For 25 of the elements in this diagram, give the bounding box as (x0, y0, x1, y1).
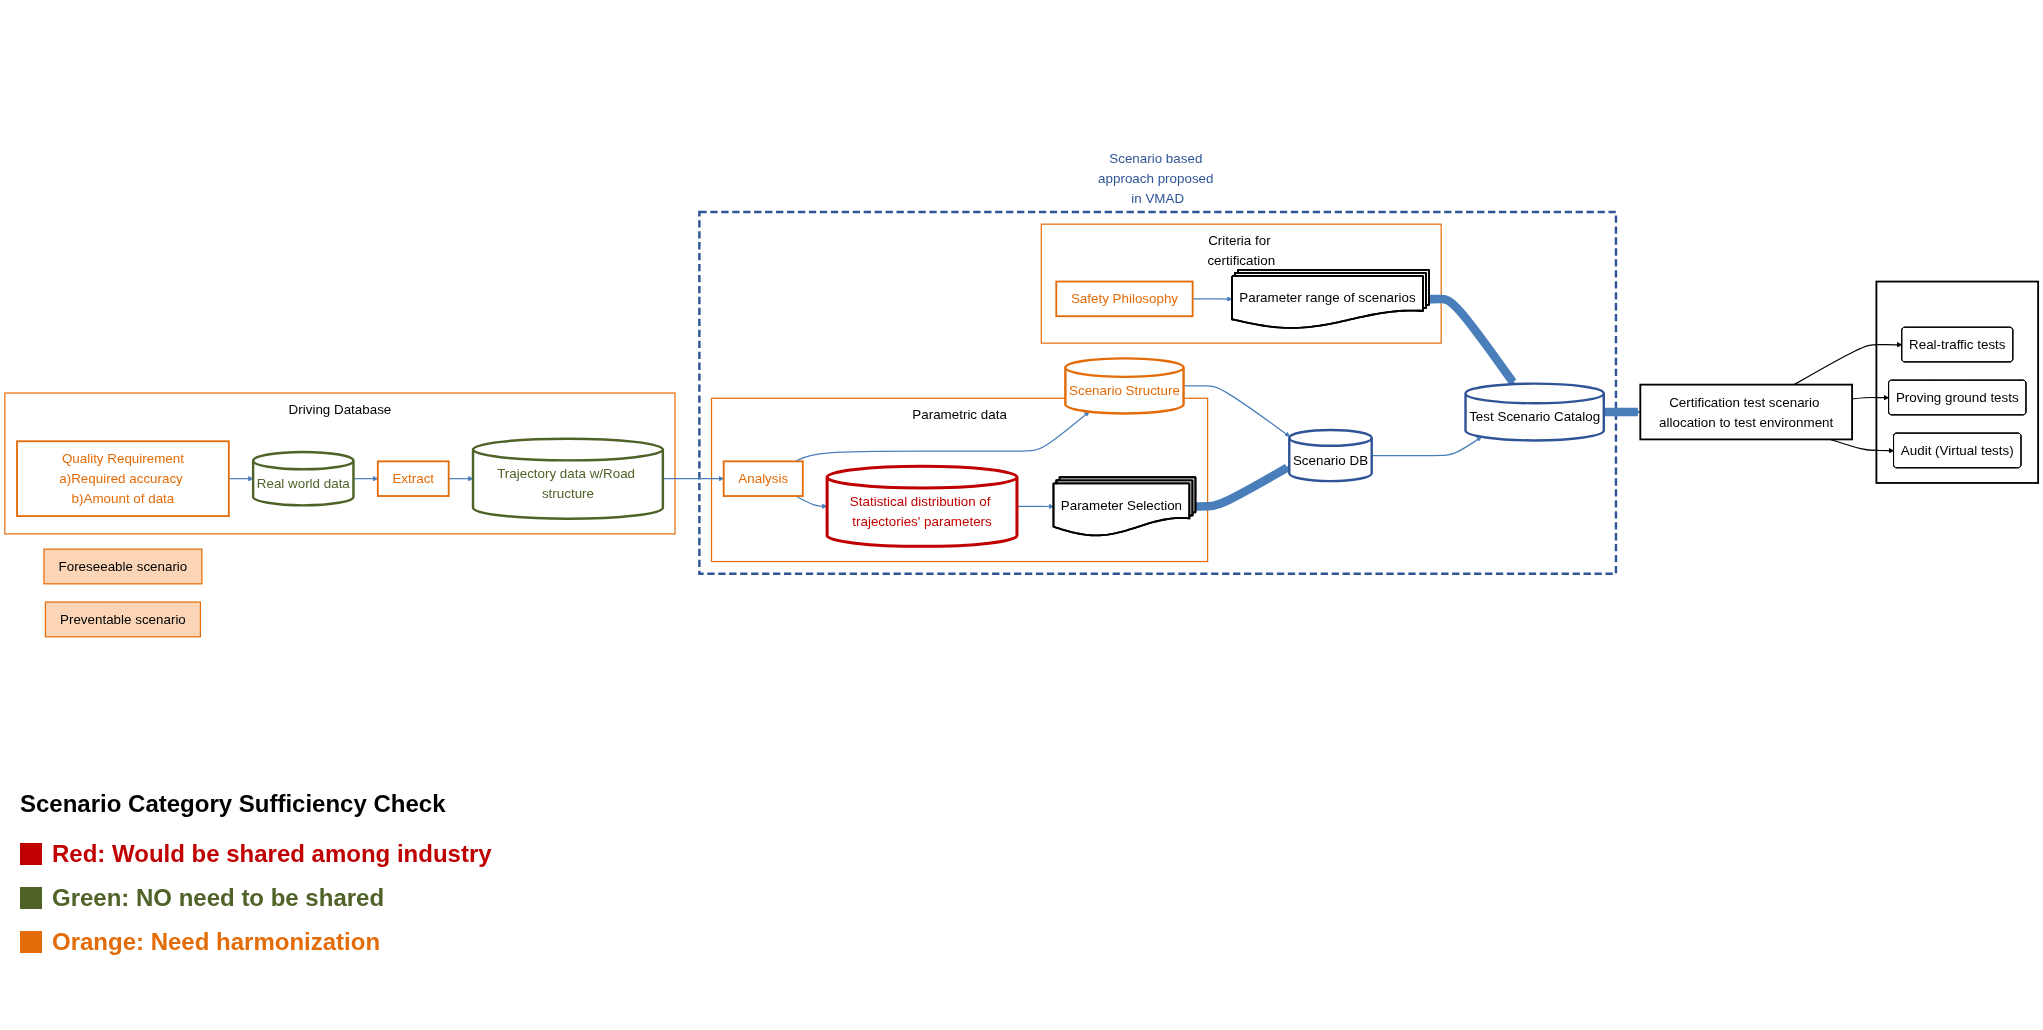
node-box: Extract (376, 460, 450, 497)
arrow (1192, 296, 1233, 302)
note-text: Scenario Category Sufficiency Check (20, 790, 447, 818)
arrow (448, 476, 474, 482)
node-box: Foreseeable scenario (43, 548, 203, 585)
node-box: Analysis (722, 460, 804, 497)
cluster (1875, 280, 2040, 484)
arrow (662, 476, 724, 482)
arrow (1016, 503, 1054, 510)
node-label: Scenario based approach proposed in VMAD (1098, 150, 1214, 206)
arrow (228, 476, 254, 482)
arrow (795, 411, 1090, 462)
cluster (698, 210, 1618, 575)
arrow (1371, 436, 1482, 457)
node-box: Certification test scenario allocation to test environment (1639, 383, 1853, 441)
node-box: Preventable scenario (44, 601, 201, 638)
arrow (795, 495, 828, 509)
arrow (1793, 342, 1903, 386)
node-box: Quality Requirement a)Required accuracy b)Amount of data (16, 440, 230, 518)
arrow (1427, 294, 1517, 385)
node-box: Safety Philosophy (1055, 280, 1194, 318)
arrow (1182, 385, 1291, 437)
legend-text: Orange: Need harmonization (52, 928, 381, 956)
legend-text: Green: NO need to be shared (52, 884, 385, 912)
legend-text: Red: Would be shared among industry (52, 840, 492, 868)
